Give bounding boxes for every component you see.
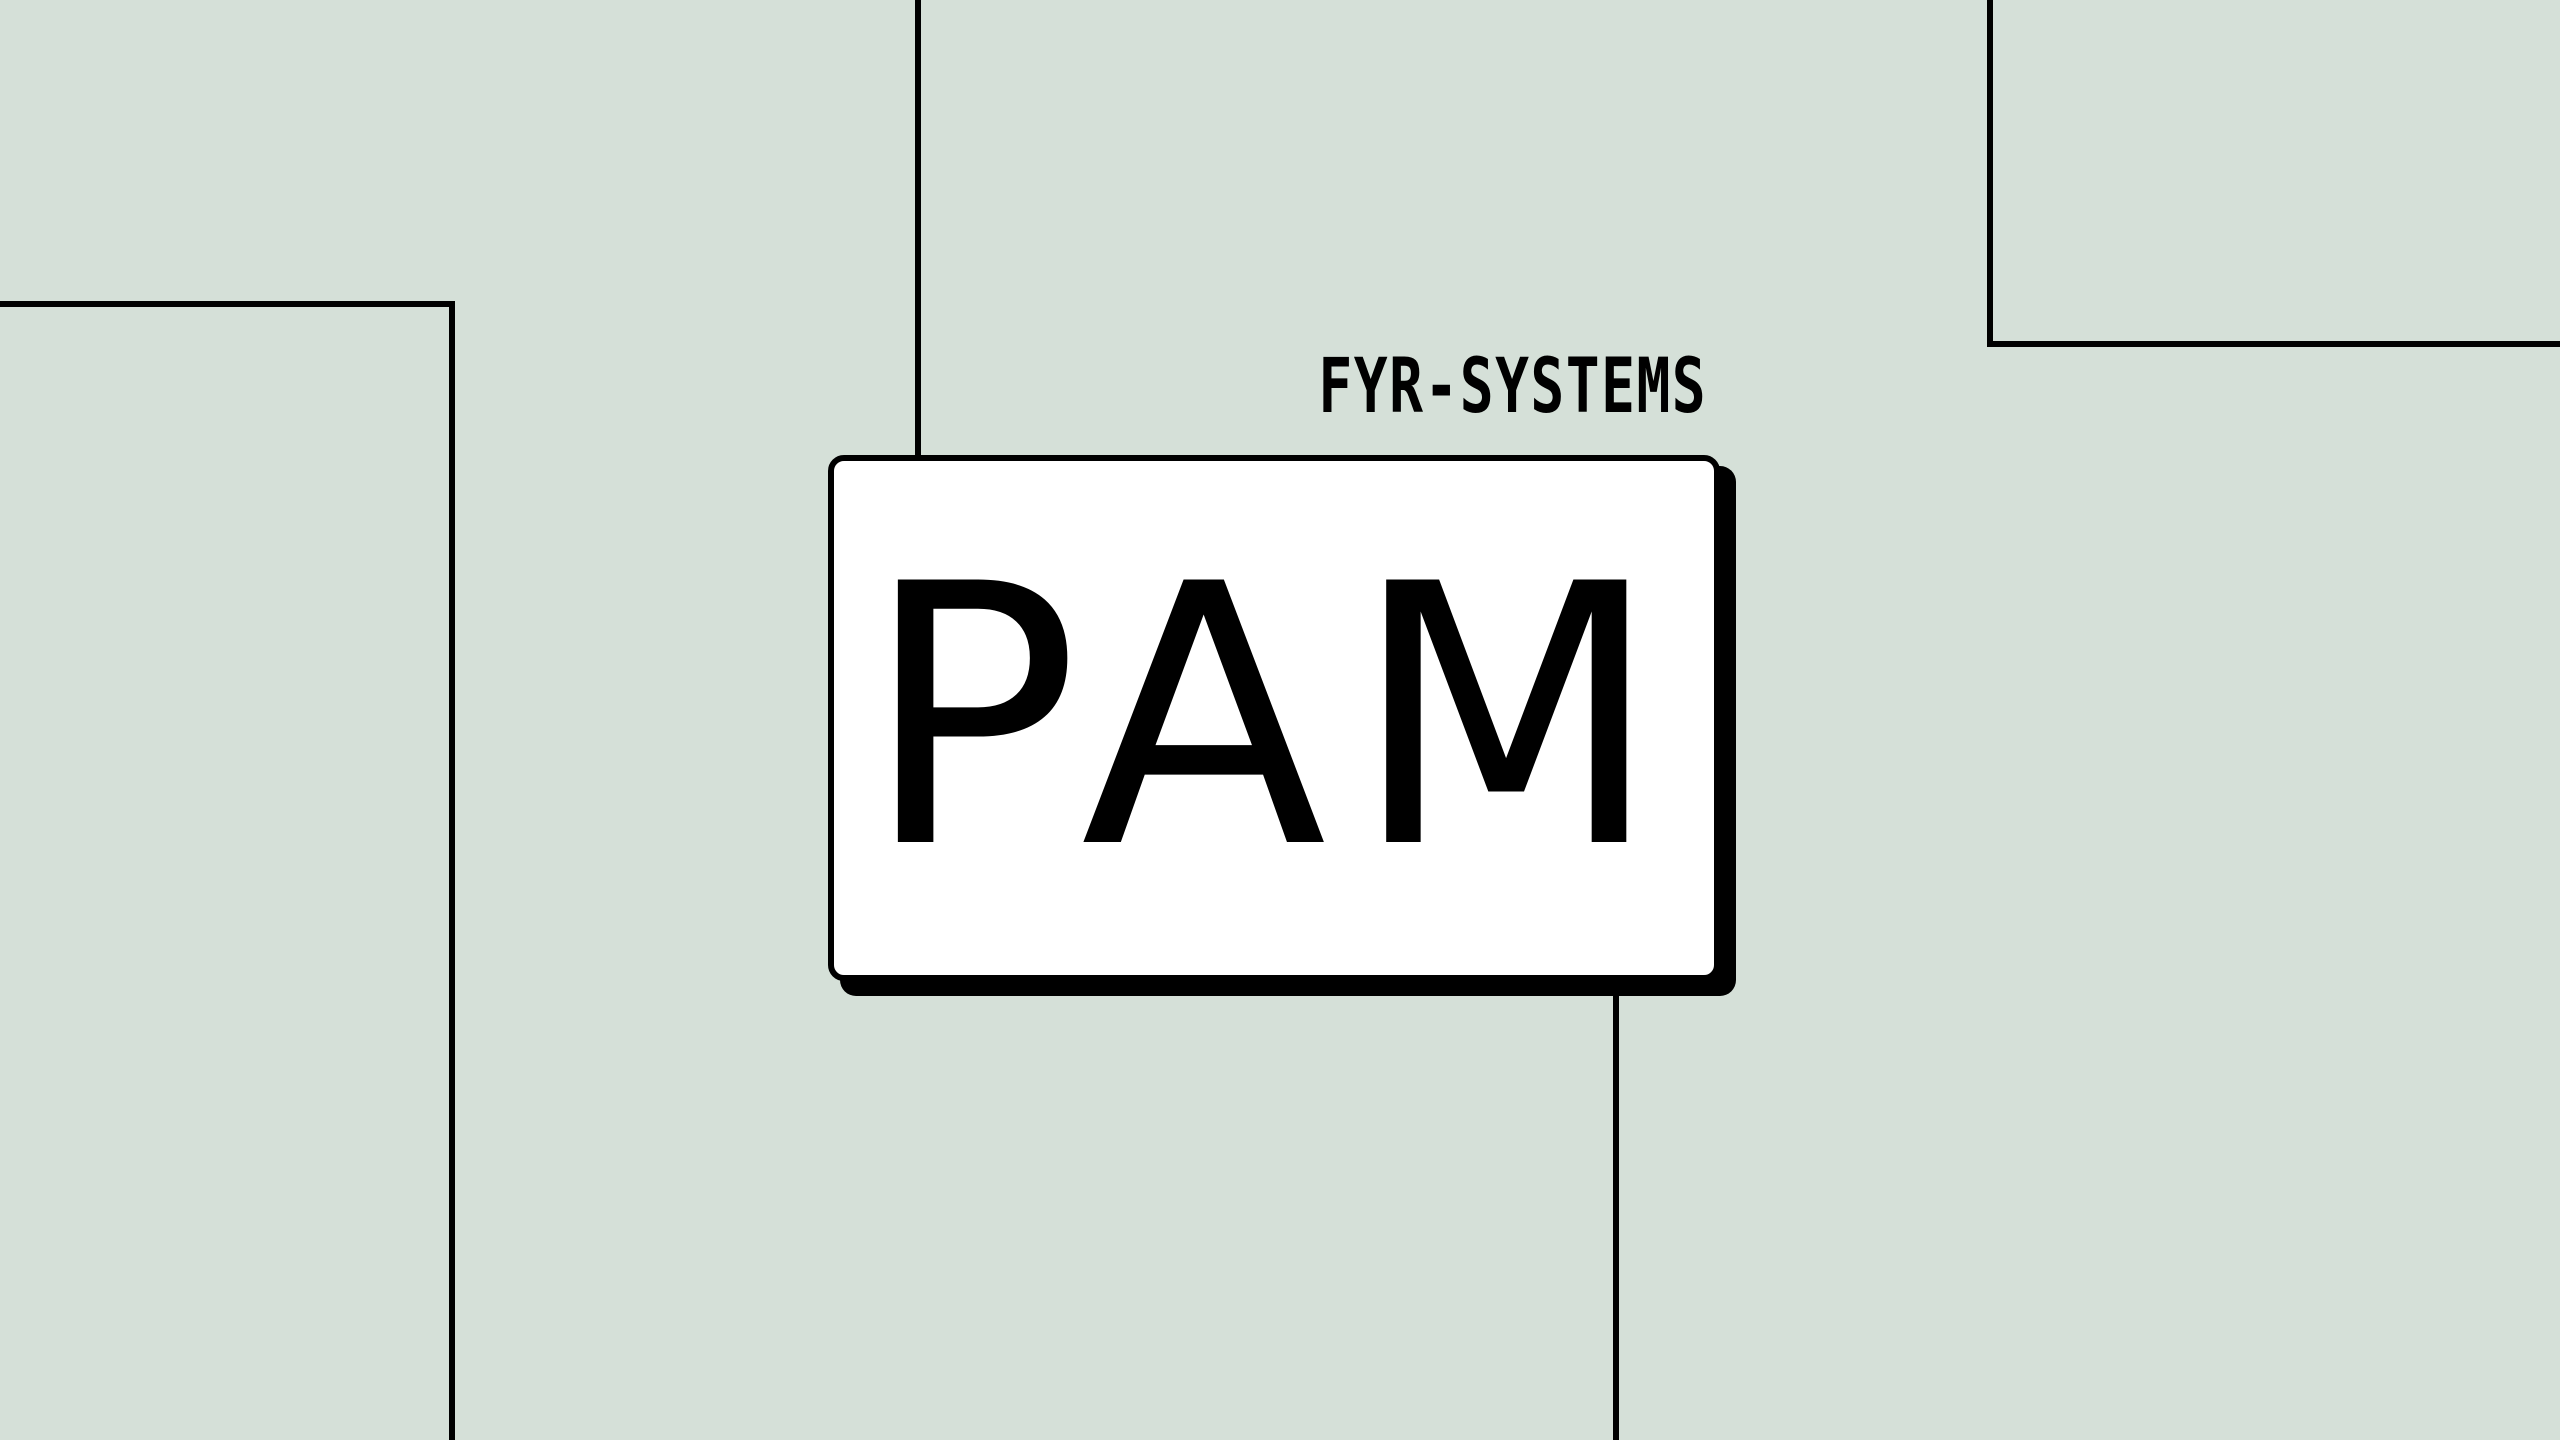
product-name: PAM bbox=[862, 508, 1686, 927]
logo-card: PAM bbox=[828, 455, 1720, 981]
company-wordmark: FYR-SYSTEMS bbox=[1318, 341, 1708, 430]
top-right-bracket-line bbox=[1987, 0, 2560, 347]
left-bracket-line bbox=[0, 301, 455, 1440]
